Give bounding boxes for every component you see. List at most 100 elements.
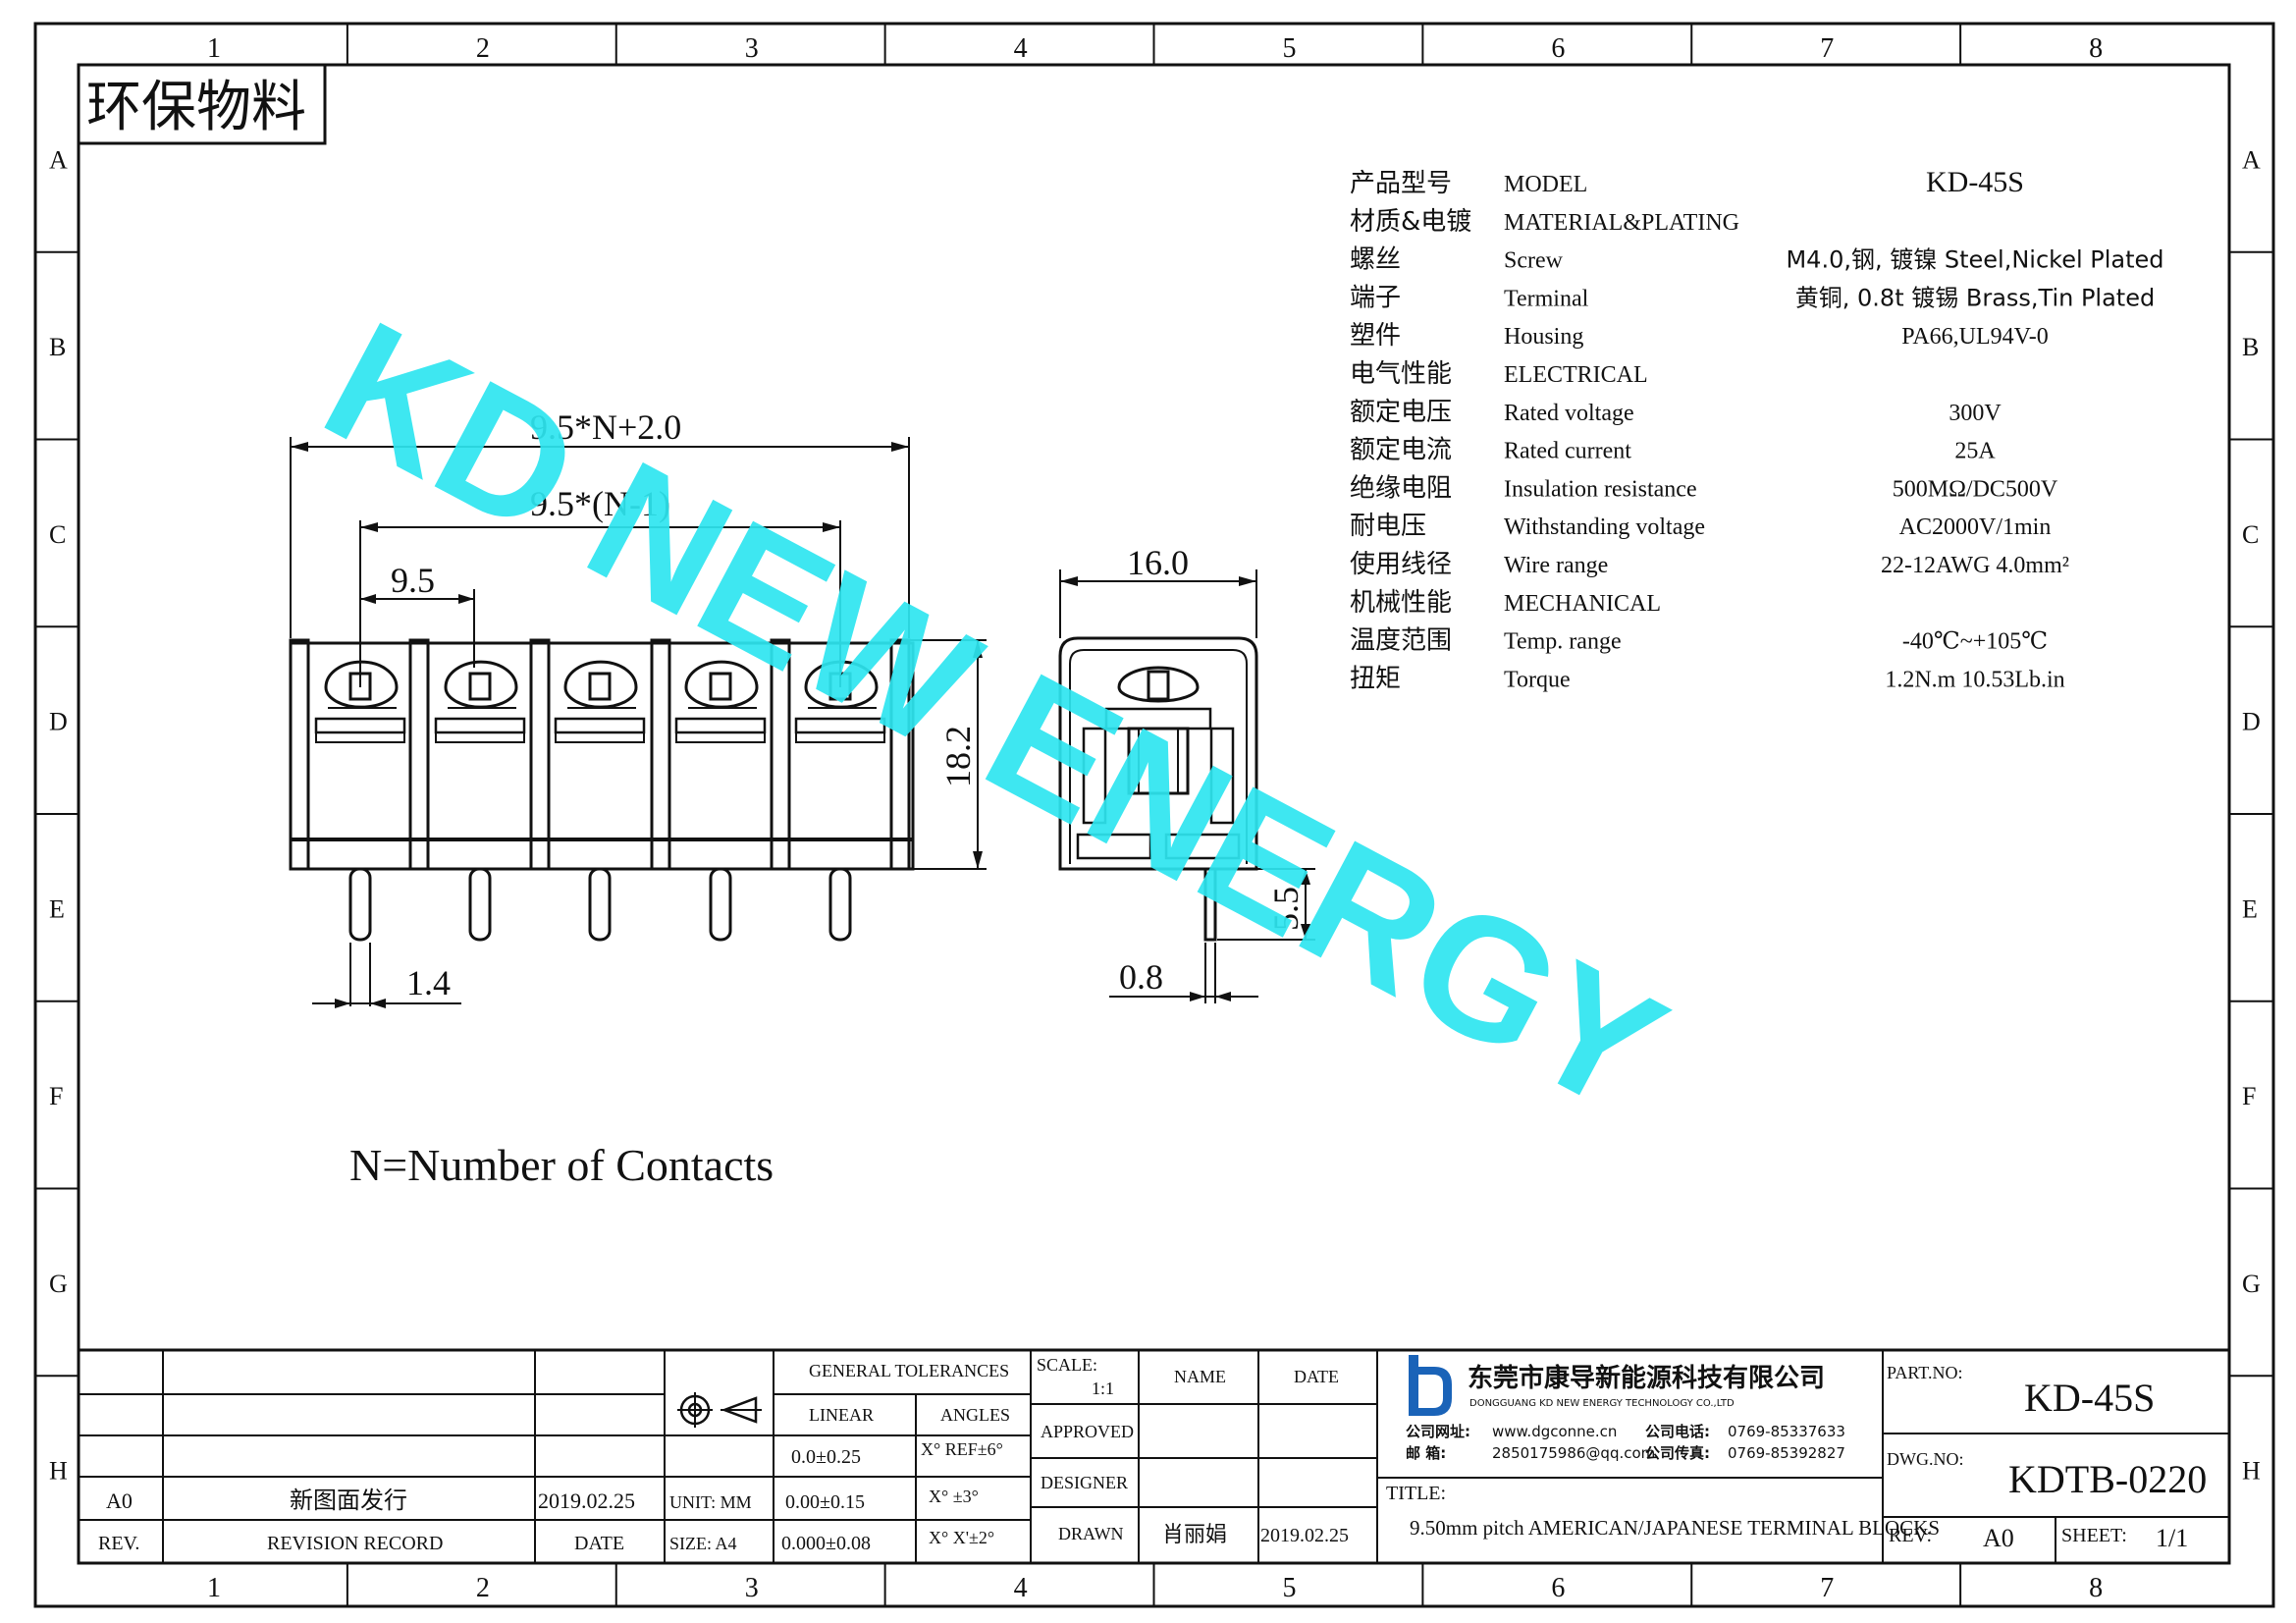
spec-label-cn: 扭矩	[1350, 664, 1401, 693]
spec-label-en: Housing	[1504, 324, 1583, 350]
spec-label-cn: 温度范围	[1350, 626, 1452, 656]
dim-depth: 16.0	[1059, 543, 1257, 638]
spec-label-en: Terminal	[1504, 286, 1589, 311]
part-no: KD-45S	[2024, 1376, 2155, 1420]
frame-row-label: B	[2242, 333, 2259, 361]
barrier	[770, 638, 791, 871]
company-logo-icon	[1409, 1355, 1452, 1416]
spec-value: M4.0,钢, 镀镍 Steel,Nickel Plated	[1786, 246, 2163, 274]
terminal-cell-4	[674, 660, 767, 942]
part-no-label: PART.NO:	[1887, 1363, 1962, 1382]
frame-row-label: H	[2242, 1457, 2261, 1486]
frame-column-label: 6	[1551, 33, 1565, 64]
tol-angles-2: X° ±3°	[929, 1487, 979, 1506]
tol-angles-3: X° X'±2°	[929, 1528, 994, 1547]
rev-label: REV:	[1889, 1525, 1932, 1546]
contacts-note: N=Number of Contacts	[349, 1140, 774, 1190]
frame-column-label: 3	[745, 1573, 759, 1603]
side-pin	[1203, 867, 1217, 942]
frame-row-label: D	[2242, 708, 2261, 736]
dim-height: 18.2	[909, 639, 987, 870]
tol-linear-2: 0.00±0.15	[785, 1491, 865, 1513]
pin	[468, 867, 492, 942]
spec-label-en: Screw	[1504, 248, 1564, 274]
spec-value: KD-45S	[1926, 166, 2024, 198]
spec-value: 22-12AWG 4.0mm²	[1881, 553, 2069, 578]
spec-label-cn: 材质&电镀	[1350, 207, 1471, 237]
spec-label-en: Rated current	[1504, 439, 1631, 464]
drawn-date: 2019.02.25	[1260, 1525, 1349, 1546]
spec-label-cn: 电气性能	[1350, 359, 1452, 389]
tol-angles-1: X° REF±6°	[921, 1439, 1003, 1459]
spec-value: AC2000V/1min	[1899, 514, 2052, 540]
frame-column-label: 6	[1551, 1573, 1565, 1603]
spec-label-en: MATERIAL&PLATING	[1504, 210, 1739, 236]
frame-column-label: 5	[1282, 1573, 1296, 1603]
barrier	[889, 638, 911, 871]
dwg-no: KDTB-0220	[2008, 1457, 2207, 1501]
dim-overall-length: 9.5*N+2.0	[290, 407, 910, 638]
dim-pitch: 9.5	[359, 561, 475, 668]
phone-label: 公司电话:	[1645, 1423, 1710, 1440]
spec-label-cn: 使用线径	[1350, 550, 1452, 579]
title-block: A0 新图面发行 2019.02.25 REV. REVISION RECORD…	[77, 1348, 2231, 1565]
frame-column-label: 8	[2089, 33, 2103, 64]
dim-overall-length-label: 9.5*N+2.0	[530, 407, 681, 447]
pin	[709, 867, 732, 942]
general-tolerances: GENERAL TOLERANCES	[809, 1361, 1009, 1380]
drawing-title: 9.50mm pitch AMERICAN/JAPANESE TERMINAL …	[1410, 1516, 1940, 1540]
spec-value: -40℃~+105℃	[1902, 629, 2048, 655]
sheet-value: 1/1	[2156, 1524, 2188, 1552]
frame-row-label: A	[2242, 145, 2261, 174]
tol-linear-1: 0.0±0.25	[791, 1446, 861, 1468]
frame-column-label: 3	[745, 33, 759, 64]
dim-height-label: 18.2	[938, 726, 978, 787]
scale-value: 1:1	[1092, 1379, 1114, 1398]
frame-column-label: 8	[2089, 1573, 2103, 1603]
frame-row-label: E	[49, 894, 65, 923]
email: 2850175986@qq.com	[1492, 1444, 1655, 1462]
frame-column-label: 5	[1282, 33, 1296, 64]
pin	[588, 867, 612, 942]
terminal-cell-3	[554, 660, 646, 942]
frame-row-label: E	[2242, 894, 2258, 923]
frame-column-label: 7	[1820, 1573, 1834, 1603]
linear-label: LINEAR	[809, 1405, 874, 1425]
unit-label: UNIT: MM	[669, 1492, 752, 1512]
name-label: NAME	[1174, 1367, 1226, 1386]
spec-label-en: Wire range	[1504, 553, 1608, 578]
spec-label-en: Withstanding voltage	[1504, 514, 1705, 540]
spec-label-cn: 绝缘电阻	[1350, 473, 1452, 503]
barrier	[650, 638, 671, 871]
date-label: DATE	[1294, 1367, 1339, 1386]
dim-pin-width: 1.4	[312, 943, 461, 1008]
spec-label-cn: 耐电压	[1350, 512, 1426, 541]
drawn-name: 肖丽娟	[1162, 1523, 1227, 1547]
spec-label-cn: 额定电压	[1350, 398, 1452, 427]
dim-pin-length-label: 5.5	[1266, 887, 1306, 931]
website-label: 公司网址:	[1406, 1423, 1470, 1440]
dim-pitch-label: 9.5	[391, 561, 435, 600]
spec-label-cn: 塑件	[1350, 321, 1401, 351]
spec-label-en: Temp. range	[1504, 629, 1622, 655]
frame-row-label: A	[49, 145, 68, 174]
terminal-cell-2	[434, 660, 526, 942]
header-rev: REV.	[98, 1533, 139, 1554]
frame-row-label: C	[2242, 520, 2259, 549]
dim-pin-width-label: 1.4	[406, 963, 451, 1002]
spec-value: 1.2N.m 10.53Lb.in	[1885, 667, 2064, 692]
eco-material-label: 环保物料	[77, 63, 327, 145]
rev-value: A0	[1983, 1524, 2014, 1552]
side-view: 16.0 5.5 0.8	[1058, 543, 1315, 1003]
spec-label-cn: 端子	[1350, 283, 1401, 312]
pin	[348, 867, 372, 942]
dim-pin-thickness-label: 0.8	[1119, 957, 1163, 997]
dim-pin-length: 5.5	[1217, 868, 1315, 941]
frame-column-label: 2	[476, 1573, 490, 1603]
